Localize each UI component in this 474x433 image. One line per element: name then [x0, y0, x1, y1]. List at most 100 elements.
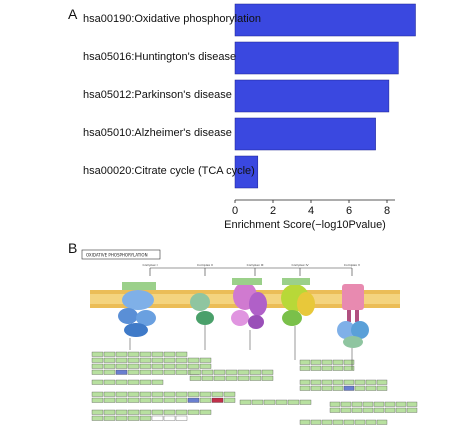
gene-box — [139, 379, 152, 385]
gene-box — [103, 391, 116, 397]
gene-box — [395, 407, 407, 413]
gene-box — [91, 363, 104, 369]
gene-box — [139, 363, 152, 369]
gene-box — [103, 357, 116, 363]
gene-box — [127, 409, 140, 415]
category-label-2: hsa05012:Parkinson's disease — [83, 89, 232, 101]
gene-box — [365, 419, 377, 425]
gene-box — [213, 375, 226, 381]
gene-box — [189, 375, 202, 381]
gene-box — [175, 415, 188, 421]
x-axis-title: Enrichment Score(−log10Pvalue) — [224, 219, 386, 231]
gene-box — [362, 407, 374, 413]
gene-box — [343, 419, 355, 425]
gene-box — [332, 365, 344, 371]
complex-ii-shape — [190, 293, 214, 325]
gene-box — [211, 391, 224, 397]
bar-3 — [234, 117, 376, 151]
gene-box — [189, 369, 202, 375]
pathway-title: OXIDATIVE PHOSPHORYLATION — [86, 253, 148, 258]
gene-box — [175, 351, 188, 357]
gene-box — [365, 385, 377, 391]
gene-box — [299, 399, 312, 405]
gene-box — [237, 369, 250, 375]
gene-box — [103, 397, 116, 403]
gene-box — [91, 357, 104, 363]
gene-box — [127, 391, 140, 397]
gene-box — [332, 419, 344, 425]
gene-box — [275, 399, 288, 405]
gene-box — [251, 399, 264, 405]
gene-box — [299, 419, 311, 425]
gene-box — [310, 419, 322, 425]
gene-box — [199, 357, 212, 363]
gene-box — [321, 359, 333, 365]
gene-box — [115, 379, 128, 385]
complex-iii-shape — [231, 278, 267, 329]
gene-box — [115, 391, 128, 397]
gene-box — [376, 385, 388, 391]
gene-box — [384, 407, 396, 413]
gene-box — [187, 357, 200, 363]
gene-box — [329, 401, 341, 407]
gene-box — [321, 379, 333, 385]
gene-box — [351, 407, 363, 413]
gene-box — [362, 401, 374, 407]
gene-box — [151, 415, 164, 421]
bar-4 — [234, 155, 259, 189]
gene-box — [376, 419, 388, 425]
gene-box — [395, 401, 407, 407]
bar-1 — [234, 41, 399, 75]
gene-box — [373, 407, 385, 413]
gene-box — [299, 379, 311, 385]
gene-box — [310, 359, 322, 365]
gene-box — [163, 369, 176, 375]
gene-box — [201, 369, 214, 375]
x-tick-label-4: 8 — [384, 205, 390, 217]
bar-2 — [234, 79, 390, 113]
gene-box — [115, 351, 128, 357]
gene-box — [263, 399, 276, 405]
gene-box — [163, 409, 176, 415]
gene-box — [175, 369, 188, 375]
gene-box — [127, 357, 140, 363]
gene-box — [163, 351, 176, 357]
pathway-title-box — [81, 249, 161, 260]
gene-box — [91, 379, 104, 385]
gene-box — [332, 379, 344, 385]
gene-box — [139, 369, 152, 375]
category-label-0: hsa00190:Oxidative phosphorylation — [83, 13, 261, 25]
complex-label-4: Complex V — [344, 263, 361, 267]
category-label-3: hsa05010:Alzheimer's disease — [83, 127, 232, 139]
gene-box — [127, 363, 140, 369]
gene-box — [91, 391, 104, 397]
gene-box — [351, 401, 363, 407]
complex-label-0: Complex I — [143, 263, 158, 267]
gene-box — [187, 363, 200, 369]
gene-box — [376, 379, 388, 385]
gene-box — [115, 357, 128, 363]
gene-box — [115, 369, 128, 375]
x-tick-label-1: 2 — [270, 205, 276, 217]
gene-box — [321, 385, 333, 391]
gene-box — [287, 399, 300, 405]
gene-box — [175, 363, 188, 369]
gene-box — [163, 397, 176, 403]
gene-box — [103, 369, 116, 375]
x-tick-label-3: 6 — [346, 205, 352, 217]
gene-box — [332, 359, 344, 365]
gene-box — [115, 363, 128, 369]
gene-box — [299, 359, 311, 365]
gene-box — [199, 391, 212, 397]
gene-box — [175, 409, 188, 415]
complex-label-1: Complex II — [197, 263, 213, 267]
category-label-4: hsa00020:Citrate cycle (TCA cycle) — [83, 165, 255, 177]
gene-box — [343, 359, 355, 365]
gene-box — [175, 391, 188, 397]
x-tick-label-2: 4 — [308, 205, 314, 217]
gene-box — [310, 385, 322, 391]
gene-box — [199, 363, 212, 369]
gene-box — [310, 379, 322, 385]
gene-box — [340, 401, 352, 407]
gene-box — [151, 357, 164, 363]
